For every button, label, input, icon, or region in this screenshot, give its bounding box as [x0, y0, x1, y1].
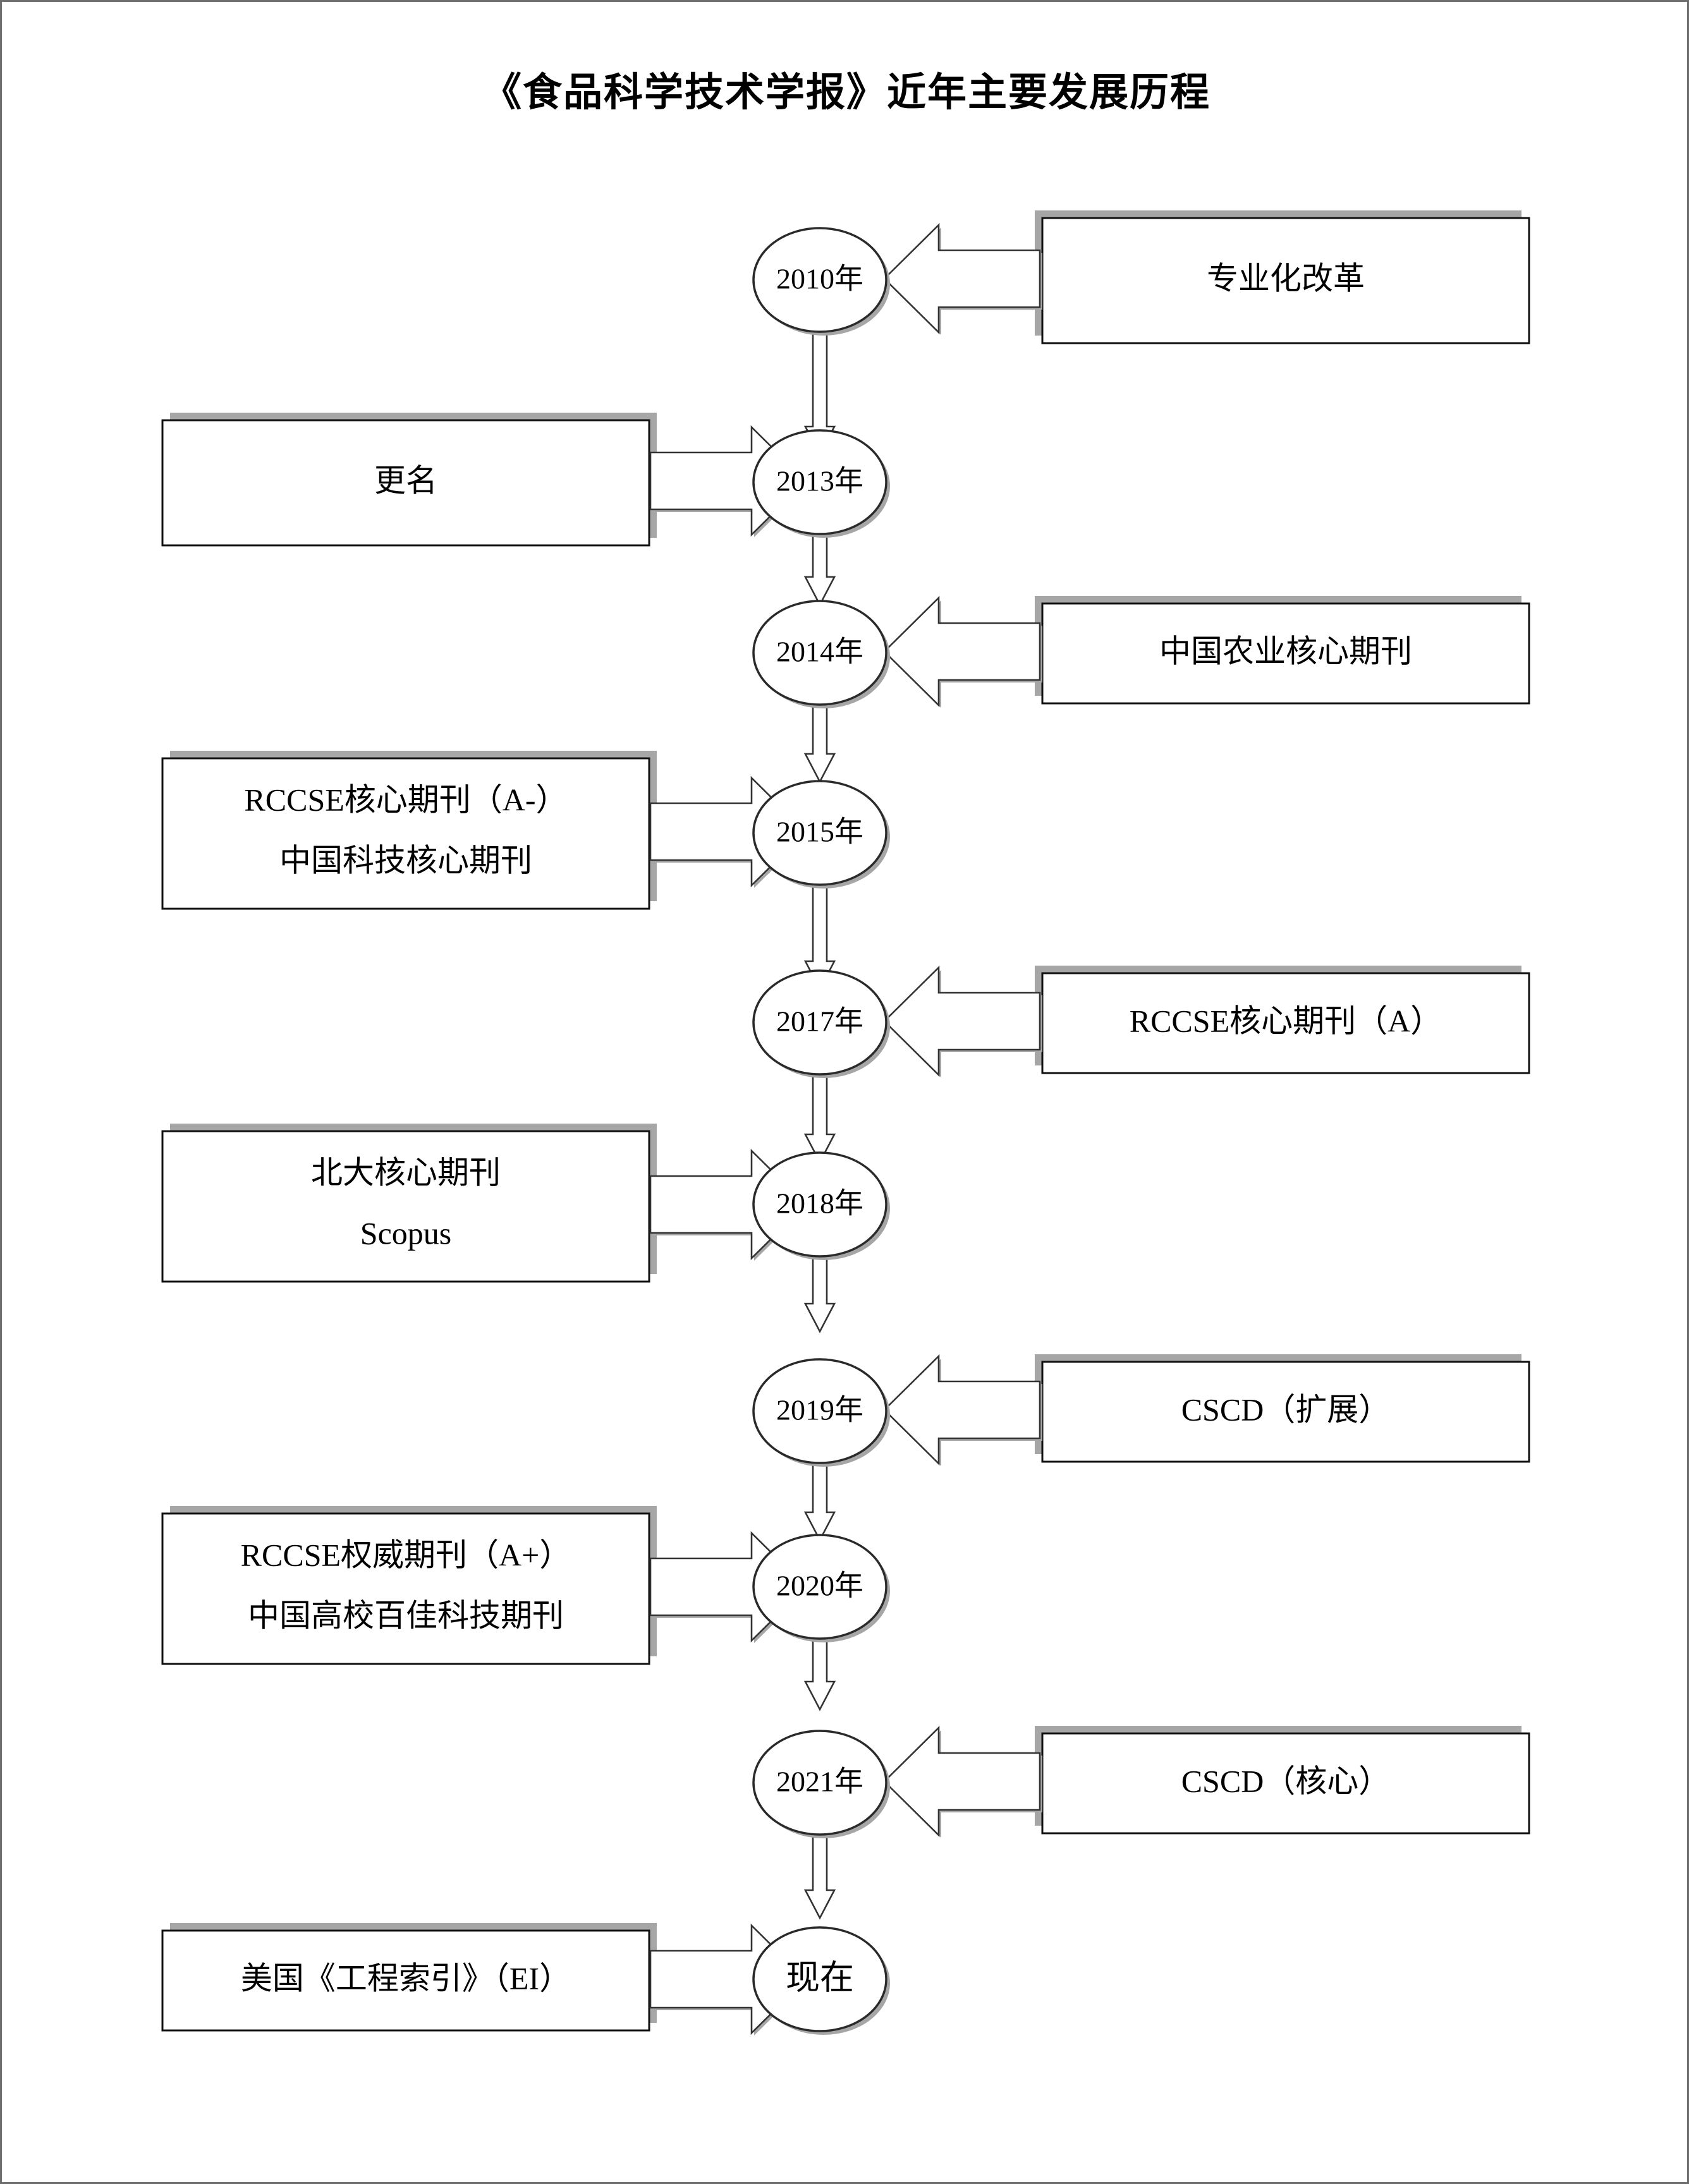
event-box-2019-label: CSCD（扩展） [1181, 1392, 1391, 1427]
row-2013: 更名 2013年 [161, 413, 890, 547]
row-2020: RCCSE权威期刊（A+） 中国高校百佳科技期刊 2020年 [161, 1506, 890, 1665]
event-box-2013-label: 更名 [374, 463, 437, 498]
event-box-2013[interactable] [161, 419, 650, 547]
node-ellipse-now[interactable] [752, 1926, 887, 2032]
event-box-now[interactable] [161, 1929, 650, 2032]
event-box-now-label: 美国《工程索引》（EI） [241, 1960, 571, 1996]
row-2019: CSCD（扩展） 2019年 [752, 1354, 1530, 1467]
node-label-2014: 2014年 [776, 636, 863, 668]
arrow-box-to-2019 [883, 1354, 1041, 1466]
event-box-2017[interactable] [1041, 972, 1530, 1074]
arrow-box-to-2010 [883, 222, 1041, 335]
event-box-2020-label-2: 中国高校百佳科技期刊 [248, 1598, 564, 1633]
node-ellipse-2014[interactable] [752, 600, 887, 706]
event-box-2015-label-1: RCCSE核心期刊（A-） [244, 782, 567, 817]
node-ellipse-2017[interactable] [752, 969, 887, 1076]
node-label-2021: 2021年 [776, 1766, 863, 1798]
node-label-now: 现在 [786, 1958, 854, 1996]
event-box-2014[interactable] [1041, 602, 1530, 705]
event-box-2021-label: CSCD（核心） [1181, 1763, 1391, 1799]
row-2014: 中国农业核心期刊 2014年 [752, 595, 1530, 708]
node-label-2017: 2017年 [776, 1005, 863, 1038]
arrow-box-to-2014 [883, 595, 1041, 708]
event-box-2015[interactable] [161, 757, 650, 910]
event-box-2010[interactable] [1041, 217, 1530, 344]
event-box-2018[interactable] [161, 1130, 650, 1283]
node-label-2020: 2020年 [776, 1570, 863, 1602]
node-label-2015: 2015年 [776, 816, 863, 848]
event-box-2017-label: RCCSE核心期刊（A） [1130, 1003, 1442, 1038]
node-label-2013: 2013年 [776, 465, 863, 497]
arrow-box-to-2021 [883, 1725, 1041, 1838]
event-box-2018-label-2: Scopus [360, 1215, 451, 1251]
row-2010: 专业化改革 2010年 [752, 210, 1530, 344]
node-label-2019: 2019年 [776, 1394, 863, 1426]
node-ellipse-2015[interactable] [752, 780, 887, 886]
node-ellipse-2018[interactable] [752, 1151, 887, 1258]
row-2017: RCCSE核心期刊（A） 2017年 [752, 965, 1530, 1078]
event-box-2010-label: 专业化改革 [1207, 260, 1365, 296]
node-label-2010: 2010年 [776, 263, 863, 295]
row-2021: CSCD（核心） 2021年 [752, 1725, 1530, 1838]
event-box-2019[interactable] [1041, 1361, 1530, 1463]
node-ellipse-2019[interactable] [752, 1358, 887, 1464]
node-ellipse-2020[interactable] [752, 1534, 887, 1640]
event-box-2018-label-1: 北大核心期刊 [311, 1155, 501, 1190]
event-box-2021[interactable] [1041, 1732, 1530, 1835]
row-2018: 北大核心期刊 Scopus 2018年 [161, 1124, 890, 1283]
vertical-connectors [803, 295, 836, 1920]
event-box-2015-label-2: 中国科技核心期刊 [279, 842, 532, 878]
node-label-2018: 2018年 [776, 1187, 863, 1220]
node-ellipse-2013[interactable] [752, 429, 887, 535]
row-2015: RCCSE核心期刊（A-） 中国科技核心期刊 2015年 [161, 751, 890, 910]
node-ellipse-2021[interactable] [752, 1730, 887, 1836]
arrow-box-to-2017 [883, 965, 1041, 1077]
event-box-2014-label: 中国农业核心期刊 [1159, 633, 1412, 669]
event-box-2020-label-1: RCCSE权威期刊（A+） [241, 1537, 571, 1572]
node-ellipse-2010[interactable] [752, 227, 887, 333]
page-title: 《食品科学技术学报》近年主要发展历程 [482, 71, 1210, 114]
event-box-2020[interactable] [161, 1512, 650, 1665]
row-now: 美国《工程索引》（EI） 现在 [161, 1923, 890, 2035]
